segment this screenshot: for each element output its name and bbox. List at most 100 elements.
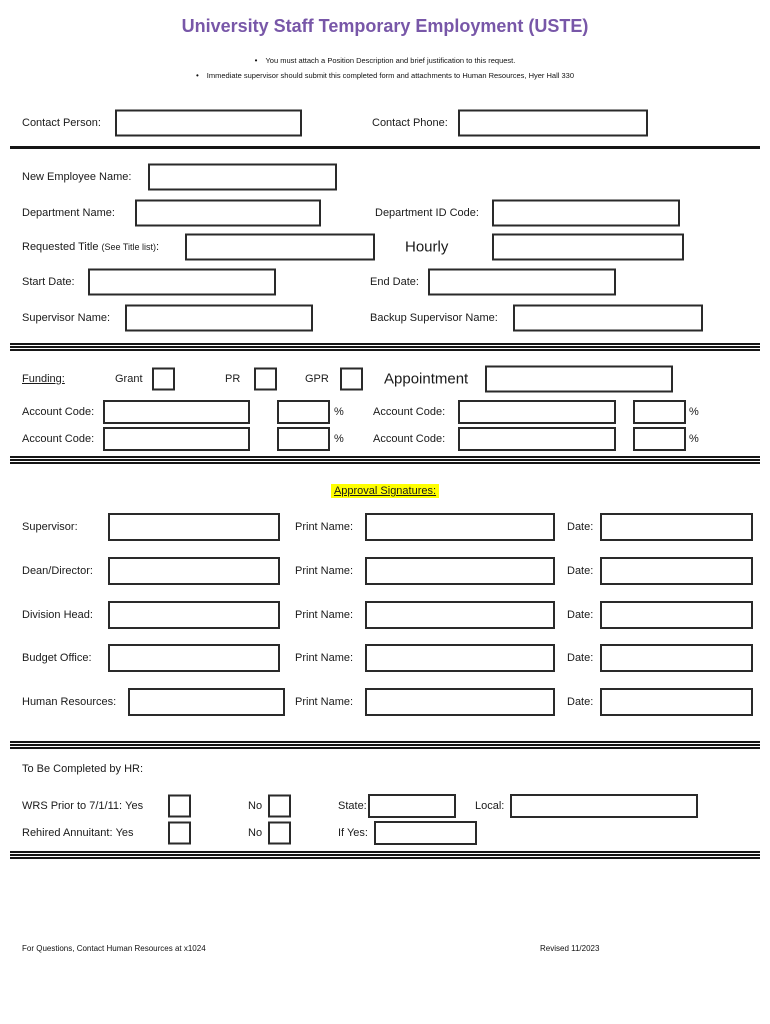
human-resources-signature-label: Human Resources: [22,695,117,708]
department-id-code-field[interactable] [492,199,680,226]
human-resources-date-field[interactable] [600,687,753,716]
wrs-no-checkbox[interactable] [268,794,291,818]
percent-symbol: % [334,432,344,445]
dean-director-print-name-field[interactable] [365,556,555,585]
account-percent-field-3[interactable] [277,426,330,451]
signature-row-division-head: Division Head: Print Name: Date: [22,600,755,629]
human-resources-print-name-field[interactable] [365,687,555,716]
account-code-row-1: Account Code: % Account Code: % [22,399,755,424]
rehired-yes-checkbox[interactable] [168,821,191,845]
date-label: Date: [567,651,594,664]
wrs-yes-checkbox[interactable] [168,794,191,818]
rehired-no-checkbox[interactable] [268,821,291,845]
hourly-rate-field[interactable] [492,233,684,260]
print-name-label: Print Name: [295,520,354,533]
state-label: State: [338,800,367,812]
budget-office-signature-field[interactable] [108,643,280,672]
print-name-label: Print Name: [295,651,354,664]
contact-person-label: Contact Person: [22,116,101,129]
footer-revised-text: Revised 11/2023 [540,944,600,953]
dean-director-signature-field[interactable] [108,556,280,585]
yes-label: Yes [115,827,134,839]
requested-title-note: (See Title list) [101,241,157,252]
requested-title-label: Requested Title (See Title list): [22,240,160,253]
account-percent-field-1[interactable] [277,399,330,424]
appointment-label: Appointment [384,370,469,387]
supervisor-print-name-field[interactable] [365,512,555,541]
note-text: Immediate supervisor should submit this … [206,71,575,80]
account-code-label: Account Code: [22,405,95,418]
budget-office-date-field[interactable] [600,643,753,672]
dean-director-signature-label: Dean/Director: [22,564,93,577]
rehired-annuitant-row: Rehired Annuitant: Yes No If Yes: [22,820,755,846]
signature-row-supervisor: Supervisor: Print Name: Date: [22,512,755,541]
department-name-field[interactable] [135,199,321,226]
human-resources-signature-field[interactable] [128,687,285,716]
note-line: •You must attach a Position Description … [0,56,770,65]
supervisor-signature-field[interactable] [108,512,280,541]
division-head-date-field[interactable] [600,600,753,629]
requested-title-row: Requested Title (See Title list): Hourly [22,232,755,261]
backup-supervisor-name-label: Backup Supervisor Name: [370,311,498,324]
supervisor-signature-label: Supervisor: [22,520,78,533]
percent-symbol: % [689,432,699,445]
supervisor-name-field[interactable] [125,304,313,331]
new-employee-name-field[interactable] [148,163,337,190]
division-head-signature-field[interactable] [108,600,280,629]
if-yes-label: If Yes: [338,827,368,839]
hourly-label: Hourly [405,238,449,255]
funding-heading: Funding: [22,372,65,385]
print-name-label: Print Name: [295,564,354,577]
grant-checkbox[interactable] [152,367,175,390]
division-head-print-name-field[interactable] [365,600,555,629]
department-row: Department Name: Department ID Code: [22,198,755,227]
date-label: Date: [567,695,594,708]
section-divider [10,343,760,351]
approval-signatures-heading: Approval Signatures: [330,484,440,498]
gpr-label: GPR [305,372,329,385]
account-percent-field-4[interactable] [633,426,686,451]
bullet-icon: • [195,71,199,80]
funding-row: Funding: Grant PR GPR Appointment [22,364,755,393]
date-label: Date: [567,608,594,621]
print-name-label: Print Name: [295,695,354,708]
pr-label: PR [225,372,241,385]
contact-phone-field[interactable] [458,109,648,136]
account-code-field-4[interactable] [458,426,616,451]
local-field[interactable] [510,794,698,818]
no-label: No [248,827,263,839]
section-divider [10,456,760,464]
pr-checkbox[interactable] [254,367,277,390]
state-field[interactable] [368,794,456,818]
end-date-field[interactable] [428,268,616,295]
section-divider [10,146,760,149]
account-code-row-2: Account Code: % Account Code: % [22,426,755,451]
dean-director-date-field[interactable] [600,556,753,585]
gpr-checkbox[interactable] [340,367,363,390]
account-code-field-2[interactable] [458,399,616,424]
requested-title-field[interactable] [185,233,375,260]
supervisor-name-label: Supervisor Name: [22,311,111,324]
date-label: Date: [567,564,594,577]
hr-heading-row: To Be Completed by HR: [22,760,755,778]
note-line: • Immediate supervisor should submit this… [0,71,770,80]
account-code-field-3[interactable] [103,426,250,451]
contact-person-field[interactable] [115,109,302,136]
backup-supervisor-name-field[interactable] [513,304,703,331]
account-code-label: Account Code: [22,432,95,445]
account-percent-field-2[interactable] [633,399,686,424]
local-label: Local: [475,800,505,812]
division-head-signature-label: Division Head: [22,608,93,621]
if-yes-field[interactable] [374,821,477,845]
account-code-label: Account Code: [373,405,446,418]
appointment-field[interactable] [485,365,673,392]
signature-row-budget-office: Budget Office: Print Name: Date: [22,643,755,672]
department-name-label: Department Name: [22,206,115,219]
footer-questions-text: For Questions, Contact Human Resources a… [22,944,206,953]
supervisor-date-field[interactable] [600,512,753,541]
grant-label: Grant [115,372,143,385]
budget-office-print-name-field[interactable] [365,643,555,672]
account-code-field-1[interactable] [103,399,250,424]
start-date-field[interactable] [88,268,276,295]
